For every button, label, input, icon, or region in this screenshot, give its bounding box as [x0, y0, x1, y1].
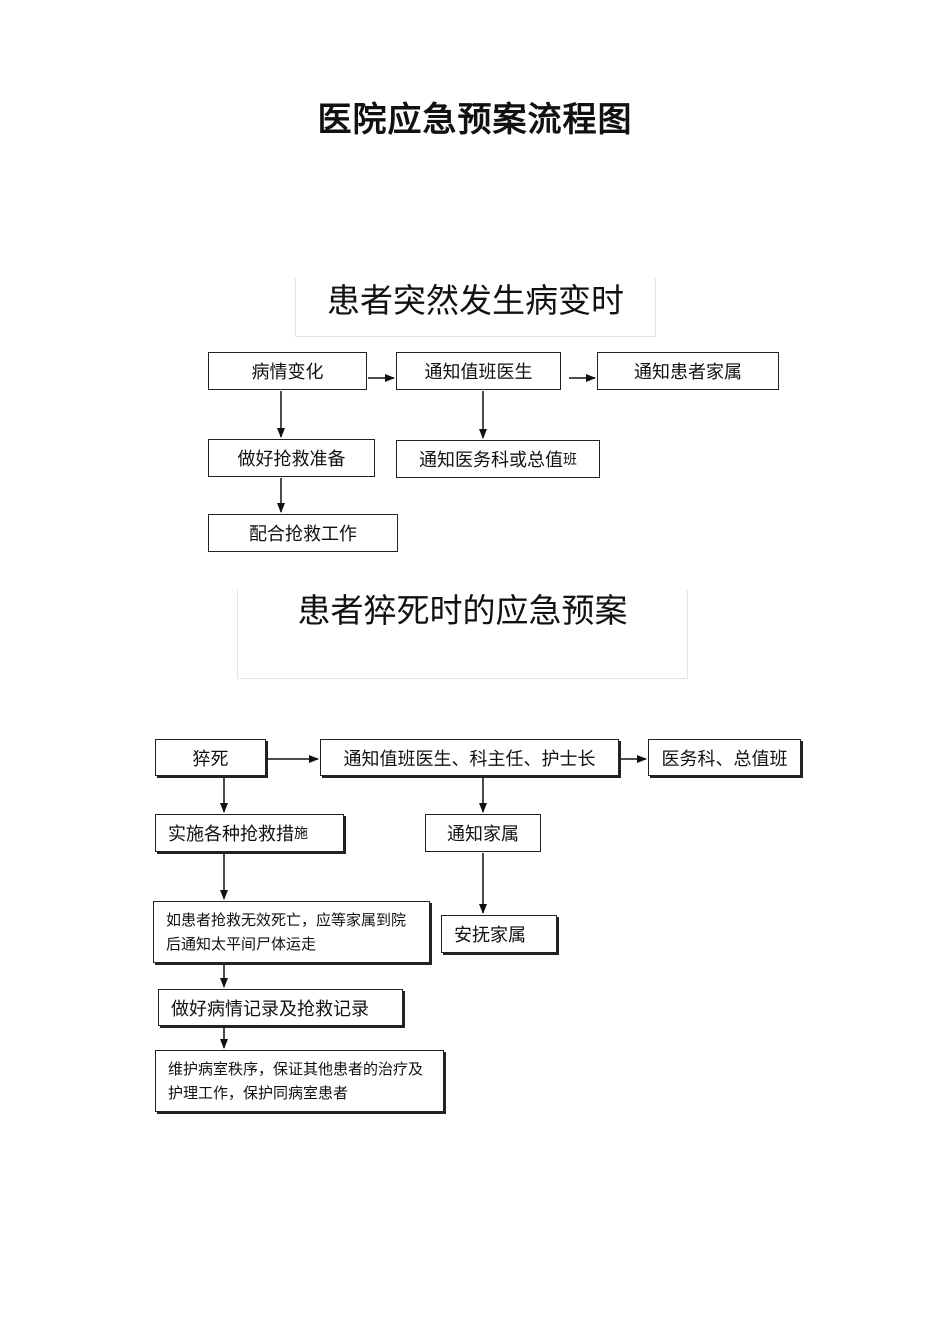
box-sudden-death: 猝死: [155, 739, 266, 776]
page-title: 医院应急预案流程图: [317, 100, 633, 140]
box-notify-medical-dept-text: 通知医务科或总值: [419, 450, 563, 471]
section2-title-frame: 患者猝死时的应急预案: [237, 590, 688, 679]
box-notify-family-2: 通知家属: [425, 814, 541, 852]
box-rescue-measures-text: 实施各种抢救措: [168, 824, 294, 845]
section2-title: 患者猝死时的应急预案: [297, 591, 628, 630]
box-condition-change: 病情变化: [208, 352, 367, 390]
box-rescue-measures-tail: 施: [294, 826, 308, 842]
box-medical-dept-duty: 医务科、总值班: [648, 739, 801, 776]
box-notify-doctor-director-nurse: 通知值班医生、科主任、护士长: [320, 739, 619, 776]
box-failed-rescue: 如患者抢救无效死亡，应等家属到院后通知太平间尸体运走: [153, 901, 430, 963]
box-notify-doctor: 通知值班医生: [396, 352, 561, 390]
box-assist-rescue: 配合抢救工作: [208, 514, 398, 552]
section1-title-frame: 患者突然发生病变时: [295, 278, 656, 337]
box-notify-medical-dept-tail: 班: [563, 452, 577, 468]
box-notify-family: 通知患者家属: [597, 352, 779, 390]
box-comfort-family: 安抚家属: [441, 915, 557, 953]
box-prepare-rescue: 做好抢救准备: [208, 439, 375, 477]
box-rescue-measures: 实施各种抢救措施: [155, 814, 344, 852]
box-maintain-order: 维护病室秩序，保证其他患者的治疗及护理工作，保护同病室患者: [155, 1050, 444, 1112]
section1-title: 患者突然发生病变时: [327, 281, 624, 320]
box-records: 做好病情记录及抢救记录: [158, 989, 403, 1026]
box-notify-medical-dept: 通知医务科或总值班: [396, 440, 600, 478]
